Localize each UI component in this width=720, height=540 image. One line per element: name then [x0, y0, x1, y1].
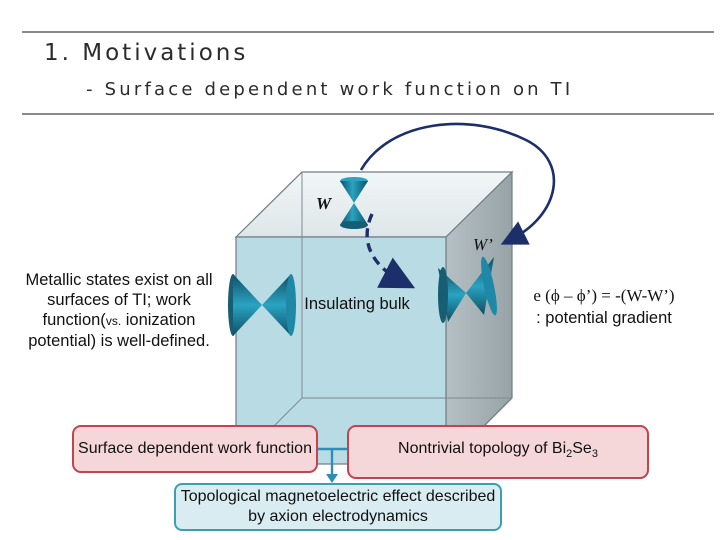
dirac-cone-top-icon: [340, 177, 368, 229]
left-text-vs: vs.: [105, 314, 122, 328]
solid-arc-arrow: [359, 122, 556, 245]
surface-work-function-box: Surface dependent work function: [72, 425, 318, 473]
left-text-part-1: Metallic states exist on all surfaces of…: [25, 271, 213, 329]
label-w: W: [316, 194, 332, 213]
axion-electrodynamics-box: Topological magnetoelectric effect descr…: [174, 483, 502, 531]
top-rule: [22, 31, 714, 33]
formula-equation: e (ϕ – ϕ’) = -(W-W’): [533, 286, 675, 305]
topology-sub-3: 3: [591, 448, 598, 461]
potential-formula: e (ϕ – ϕ’) = -(W-W’) : potential gradien…: [514, 285, 694, 329]
connector-arrowhead: [326, 474, 338, 483]
insulating-bulk-label: Insulating bulk: [304, 295, 410, 313]
topology-prefix: Nontrivial topology of Bi: [398, 440, 567, 458]
dirac-cone-side-icon: [438, 256, 497, 323]
topology-mid: Se: [572, 440, 592, 458]
dashed-arrow: [365, 213, 416, 289]
topology-sub-2: 2: [566, 448, 573, 461]
slide-title: 1. Motivations: [44, 40, 249, 66]
dirac-cone-left-icon: [228, 274, 296, 336]
slide-subtitle: - Surface dependent work function on TI: [86, 79, 574, 100]
left-text-part-2: ionization potential) is well-defined.: [28, 311, 210, 350]
label-w-prime: W’: [473, 235, 493, 254]
formula-caption: : potential gradient: [536, 309, 672, 327]
metallic-states-text: Metallic states exist on all surfaces of…: [10, 270, 228, 351]
nontrivial-topology-box: Nontrivial topology of Bi2Se3: [347, 425, 649, 479]
subtitle-rule: [22, 113, 714, 115]
